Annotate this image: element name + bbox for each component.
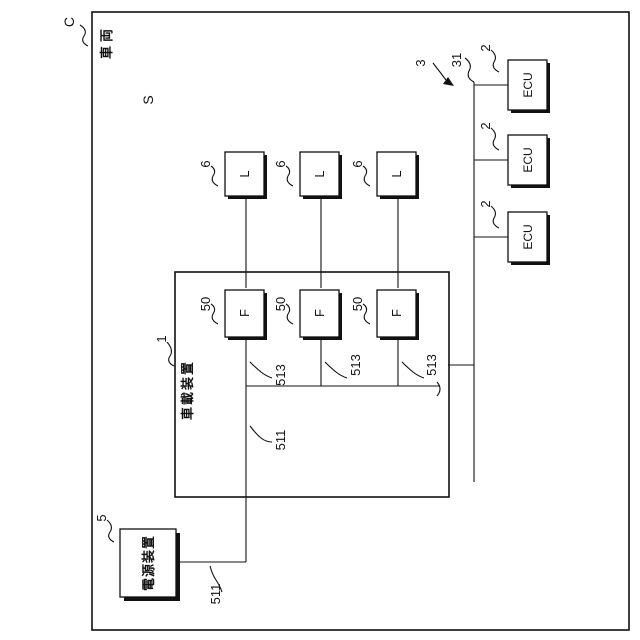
feeder-1-label: F (237, 309, 252, 317)
feeder-3-ref: 50 (350, 297, 365, 311)
power-supply-ref-leader (107, 520, 114, 542)
line-break-mark (437, 382, 440, 396)
feeder-3-label: F (389, 309, 404, 317)
feeder-2-ref: 50 (273, 297, 288, 311)
feeder-1-ref: 50 (198, 297, 213, 311)
ecu-2-label: ECU (521, 147, 535, 172)
power-supply-ref: 5 (94, 514, 109, 521)
ecu-1: ECU 2 (478, 44, 550, 113)
ecu-2-ref-leader (491, 128, 499, 150)
power-supply-label: 電源装置 (141, 535, 156, 591)
load-3-ref-leader (363, 166, 370, 186)
ecu-2: ECU 2 (478, 122, 550, 188)
device-ref-leader (167, 342, 174, 366)
load-3-label: L (389, 170, 404, 177)
load-2-ref: 6 (273, 160, 288, 167)
branch-ref-3: 513 (424, 354, 439, 376)
load-3-ref: 6 (350, 160, 365, 167)
branch-ref-2: 513 (348, 354, 363, 376)
main-ref: 511 (273, 430, 288, 451)
branch-ref-leader-1 (250, 362, 272, 378)
load-2-label: L (312, 170, 327, 177)
ecu-3-ref: 2 (478, 200, 493, 207)
feeder-2-label: F (312, 309, 327, 317)
branch-ref-1: 513 (273, 364, 288, 386)
power-supply: 電源装置 5 (94, 514, 180, 601)
branch-ref-leader-3 (402, 362, 424, 378)
network-ref: 3 (413, 59, 428, 66)
load-3: L 6 (350, 152, 419, 199)
load-2: L 6 (273, 152, 342, 199)
ecu-1-label: ECU (521, 72, 535, 97)
load-2-ref-leader (286, 166, 293, 186)
supply-ref: 511 (208, 584, 223, 605)
ecu-3-ref-leader (491, 206, 499, 228)
vehicle-label: 車両 (99, 25, 114, 59)
bus-ref-leader (465, 58, 474, 82)
bus-ref: 31 (449, 53, 464, 67)
ecu-1-ref-leader (491, 50, 499, 72)
load-1-ref-leader (211, 166, 218, 186)
feeder-3: F 50 (350, 290, 419, 340)
network-ref-leader (433, 63, 446, 80)
feeder-1: F 50 (198, 290, 267, 340)
ecu-1-ref: 2 (478, 44, 493, 51)
load-1: L 6 (198, 152, 267, 199)
ecu-2-ref: 2 (478, 122, 493, 129)
vehicle-ref: C (61, 17, 77, 27)
load-1-ref: 6 (198, 160, 213, 167)
branch-ref-leader-2 (325, 362, 347, 378)
ecu-3: ECU 2 (478, 200, 550, 265)
s-label: S (140, 95, 156, 104)
feeder-2: F 50 (273, 290, 342, 340)
ecu-3-label: ECU (521, 224, 535, 249)
device-label: 車載装置 (180, 360, 195, 420)
main-ref-leader (250, 426, 272, 442)
vehicle-ref-leader (80, 25, 88, 46)
load-1-label: L (237, 170, 252, 177)
device-ref: 1 (154, 335, 169, 342)
